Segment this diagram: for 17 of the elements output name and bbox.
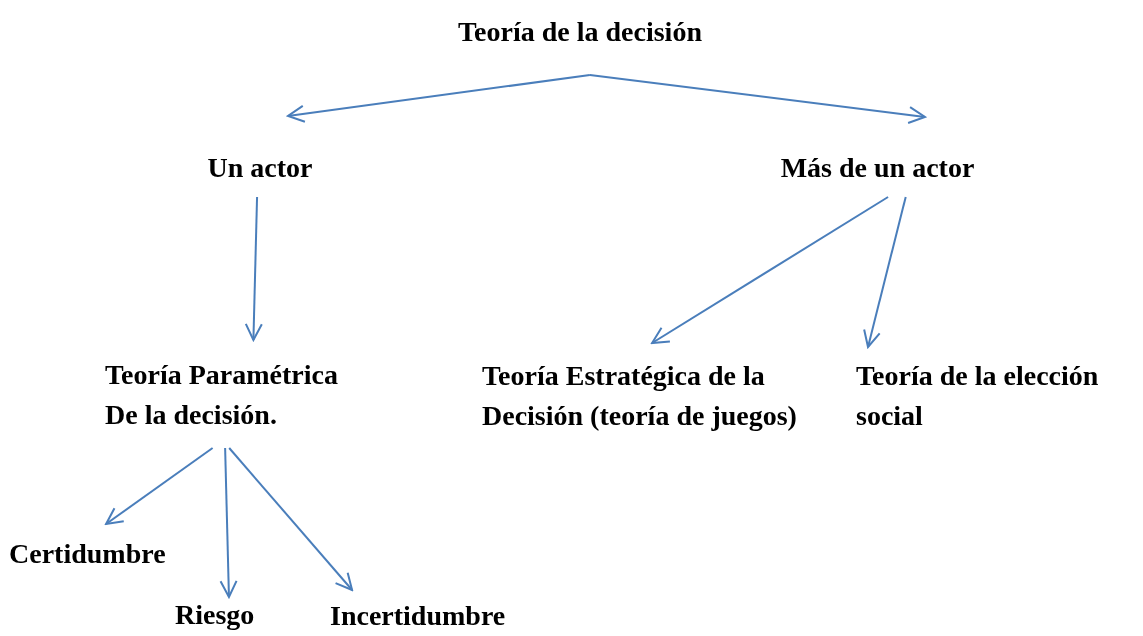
concept-label: Más de un actor [780, 151, 975, 185]
arrow [287, 74, 591, 123]
concept-label: Teoría Paramétrica De la decisión. [105, 358, 339, 432]
arrow [863, 196, 907, 348]
concept-label: Teoría Estratégica de la Decisión (teoría de juegos) [482, 359, 798, 433]
arrow [244, 196, 263, 341]
arrow [219, 447, 238, 598]
arrow [651, 196, 890, 344]
concept-label: Riesgo [175, 599, 255, 631]
concept-label: Teoría de la decisión [458, 15, 702, 49]
concept-label: Certidumbre [9, 537, 166, 571]
arrow [105, 447, 214, 525]
arrow [228, 447, 354, 591]
concept-label: Teoría de la elección social [856, 359, 1100, 433]
concept-label: Un actor [207, 151, 313, 185]
arrow [588, 74, 926, 124]
concept-label: Incertidumbre [330, 600, 506, 632]
